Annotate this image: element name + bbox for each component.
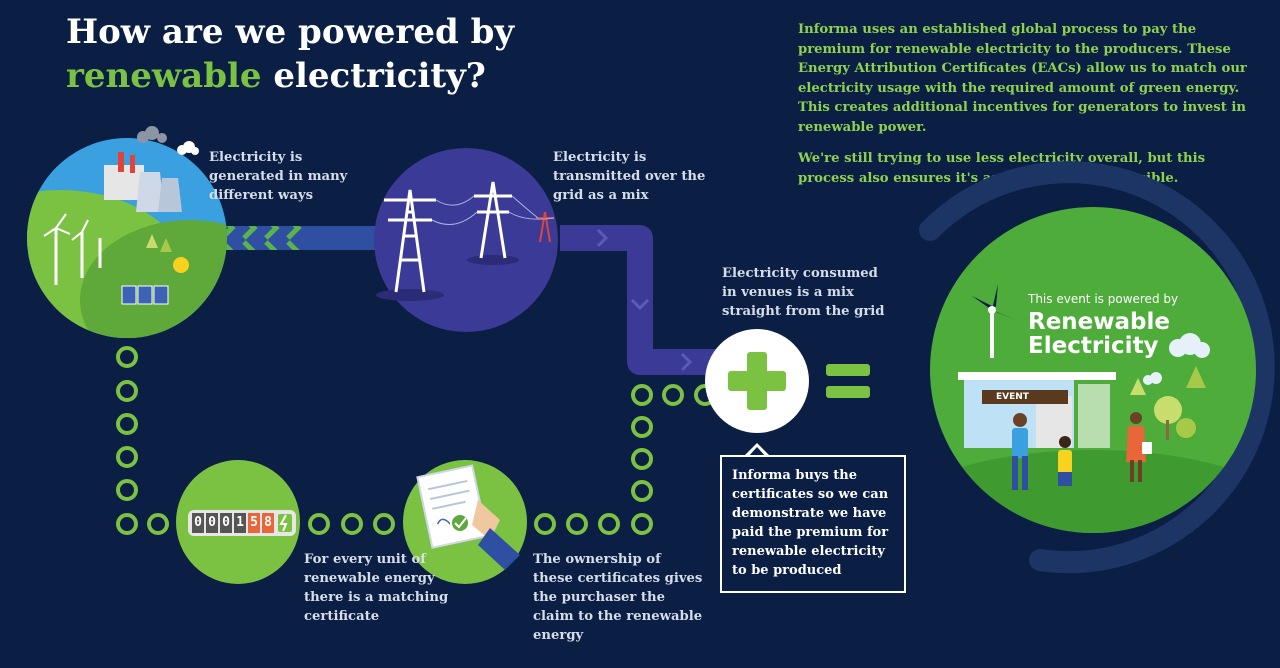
label-transmitted: Electricity is transmitted over the grid… — [553, 150, 706, 203]
meter-readout: 0 0 0 1 5 8 — [192, 513, 274, 533]
meter-digit: 8 — [262, 513, 274, 533]
meter-digit: 5 — [248, 513, 260, 533]
intro-text: Informa uses an established global proce… — [798, 20, 1258, 200]
turbine-icon — [972, 284, 1016, 358]
meter-digit: 1 — [234, 513, 246, 533]
arrow-generation-to-grid — [222, 226, 382, 250]
title-accent-word: renewable — [66, 56, 262, 96]
label-consumed: Electricity consumed in venues is a mix … — [722, 266, 885, 319]
badge-subtitle: This event is powered by — [1028, 292, 1179, 306]
badge-title: Renewable Electricity — [1028, 310, 1170, 358]
title-line-2: renewable electricity? — [66, 54, 514, 98]
title-rest: electricity? — [261, 56, 486, 96]
label-ownership: The ownership of these certificates give… — [533, 552, 703, 643]
transmission-circle — [374, 148, 558, 332]
event-circle — [930, 207, 1256, 533]
event-ring — [919, 161, 1275, 574]
label-generated: Electricity is generated in many differe… — [209, 150, 348, 203]
badge-line-2: Electricity — [1028, 333, 1159, 359]
badge-line-1: Renewable — [1028, 309, 1170, 335]
generation-circle — [27, 126, 227, 338]
chain-right — [534, 384, 716, 535]
chain-left — [116, 346, 169, 535]
title-line-1: How are we powered by — [66, 12, 515, 52]
meter-digit: 0 — [192, 513, 204, 533]
event-sign: EVENT — [996, 392, 1029, 402]
chain-middle — [308, 513, 395, 535]
equals-sign — [826, 364, 870, 398]
label-certificate: For every unit of renewable energy there… — [304, 552, 449, 624]
page-title: How are we powered by renewable electric… — [66, 10, 514, 98]
person-2 — [1058, 436, 1072, 486]
person-3 — [1126, 412, 1152, 482]
callout-box: Informa buys the certificates so we can … — [720, 455, 906, 593]
callout-pointer-inner — [748, 447, 766, 457]
plus-circle — [705, 329, 809, 433]
arrow-grid-to-venue — [560, 225, 720, 375]
certificate-circle — [403, 460, 527, 584]
meter-digit: 0 — [206, 513, 218, 533]
meter-digit: 0 — [220, 513, 232, 533]
intro-paragraph-1: Informa uses an established global proce… — [798, 22, 1247, 135]
person-1 — [1012, 413, 1028, 490]
